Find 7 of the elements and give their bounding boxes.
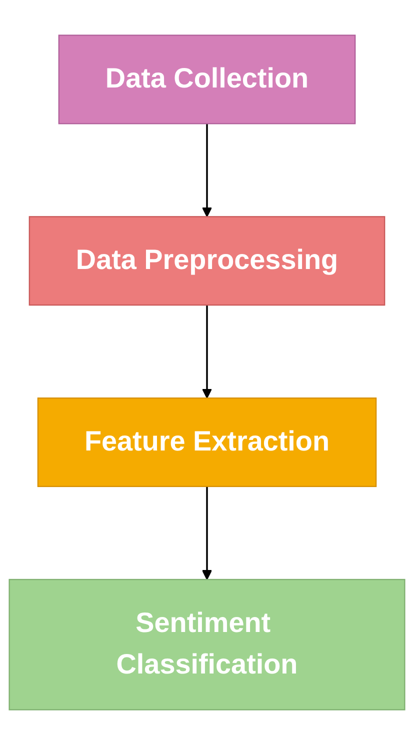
arrow — [202, 305, 212, 399]
node-box: Data Collection — [58, 34, 356, 124]
arrow — [202, 124, 212, 218]
arrow — [202, 486, 212, 580]
node-box: Data Preprocessing — [28, 216, 386, 306]
node-box: Sentiment Classification — [8, 578, 406, 710]
node-box: Feature Extraction — [37, 398, 377, 488]
